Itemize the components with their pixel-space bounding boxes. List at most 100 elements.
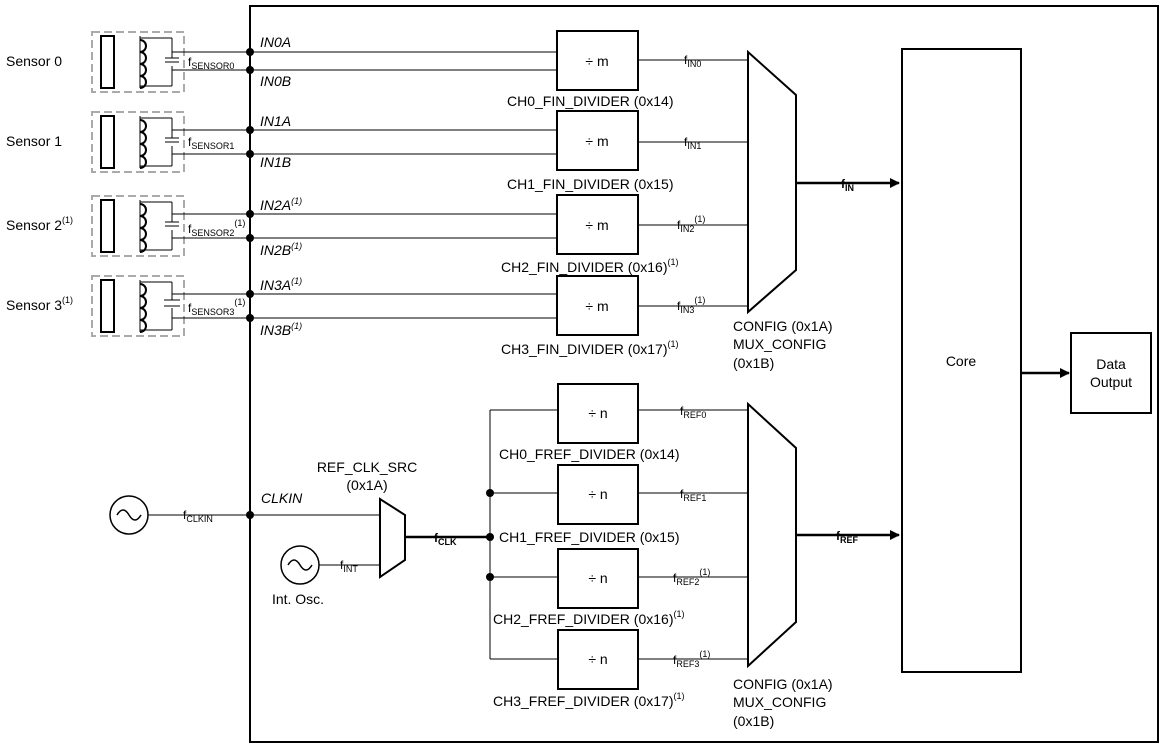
pin-in1a: IN1A — [260, 113, 291, 129]
sensor-2-target — [100, 199, 115, 253]
pin-in3b: IN3B(1) — [260, 321, 302, 338]
mux-fin-mux-config: MUX_CONFIG — [733, 336, 826, 352]
fin-divider-1: ÷ m CH1_FIN_DIVIDER (0x15) fIN1 — [507, 110, 748, 192]
mux-fin-shape — [747, 49, 797, 315]
sensor-3-coil-outline — [91, 275, 185, 337]
sensor-0-frequency: fSENSOR0 — [188, 55, 234, 71]
fin-divider-0-output: fIN0 — [684, 53, 701, 69]
fref-divider-0-op: ÷ n — [588, 405, 607, 421]
fin-divider-3-output: fIN3(1) — [677, 295, 705, 315]
fref-divider-3-op: ÷ n — [588, 651, 607, 667]
sensor-0-capacitor-icon — [165, 38, 179, 86]
sensor-2-inductor-icon — [139, 203, 147, 253]
sensor-3-capacitor-icon — [164, 282, 180, 330]
sensor-1-capacitor-icon — [165, 118, 179, 166]
sensor-1: Sensor 1 fSENSOR1 IN1A IN1B — [6, 111, 557, 173]
pin-in3a: IN3A(1) — [260, 276, 302, 293]
fref-divider-2-op: ÷ n — [588, 570, 607, 586]
clock-section: fCLKIN CLKIN Int. Osc. fINT REF_CLK_SRC … — [109, 459, 490, 607]
fin-divider-1-name: CH1_FIN_DIVIDER (0x15) — [507, 176, 674, 192]
sensor-0-coil-outline — [91, 31, 185, 93]
fin-divider-2-op: ÷ m — [585, 217, 608, 233]
mux-fref-address: (0x1B) — [733, 713, 774, 729]
fref-divider-3-name: CH3_FREF_DIVIDER (0x17)(1) — [493, 691, 685, 709]
fint-label: fINT — [340, 558, 358, 574]
pin-in2b: IN2B(1) — [260, 241, 302, 258]
fin-divider-2: ÷ m CH2_FIN_DIVIDER (0x16)(1) fIN2(1) — [501, 194, 748, 275]
fref-divider-1: ÷ n CH1_FREF_DIVIDER (0x15) fREF1 — [490, 464, 748, 545]
mux-fref: CONFIG (0x1A) MUX_CONFIG (0x1B) fREF — [733, 401, 900, 729]
fin-divider-1-op: ÷ m — [585, 133, 608, 149]
pin-in0a: IN0A — [260, 34, 291, 50]
fref-divider-0-name: CH0_FREF_DIVIDER (0x14) — [499, 446, 680, 462]
fref-divider-3-box — [557, 629, 639, 690]
sensor-0-target — [100, 35, 115, 89]
mux-fref-mux-config: MUX_CONFIG — [733, 694, 826, 710]
ref-clk-src-label: REF_CLK_SRC — [317, 459, 417, 475]
chip-boundary — [249, 5, 1159, 743]
data-output-label-2: Output — [1090, 374, 1132, 390]
fref-divider-1-output: fREF1 — [680, 487, 706, 503]
sensor-2-frequency: fSENSOR2(1) — [188, 218, 245, 238]
fin-divider-3-op: ÷ m — [585, 298, 608, 314]
sensor-1-inductor-icon — [139, 119, 147, 169]
mux-fin-config: CONFIG (0x1A) — [733, 318, 833, 334]
fref-divider-1-op: ÷ n — [588, 486, 607, 502]
fref-divider-2-name: CH2_FREF_DIVIDER (0x16)(1) — [493, 609, 685, 627]
sensor-3-inductor-icon — [139, 283, 147, 333]
data-output-label-1: Data — [1096, 356, 1126, 372]
mux-fref-shape — [747, 401, 797, 669]
fin-divider-3: ÷ m CH3_FIN_DIVIDER (0x17)(1) fIN3(1) — [501, 275, 748, 357]
fref-divider-2-output: fREF2(1) — [673, 567, 710, 587]
pin-in2a: IN2A(1) — [260, 196, 302, 213]
core-block — [901, 48, 1022, 673]
ref-clk-mux-shape — [379, 497, 406, 579]
sensor-2-label: Sensor 2(1) — [6, 215, 73, 233]
sensor-3: Sensor 3(1) fSENSOR3(1) IN3A(1) IN3B(1) — [6, 275, 557, 338]
fref-divider-1-box — [557, 464, 639, 525]
fref-divider-3-output: fREF3(1) — [673, 649, 710, 669]
pin-in0b: IN0B — [260, 73, 291, 89]
fclk-label: fCLK — [434, 531, 457, 547]
fin-divider-3-name: CH3_FIN_DIVIDER (0x17)(1) — [501, 339, 679, 357]
sensor-1-frequency: fSENSOR1 — [188, 135, 234, 151]
fin-divider-0-name: CH0_FIN_DIVIDER (0x14) — [507, 93, 674, 109]
fin-divider-2-name: CH2_FIN_DIVIDER (0x16)(1) — [501, 257, 679, 275]
fref-divider-3: ÷ n CH3_FREF_DIVIDER (0x17)(1) fREF3(1) — [490, 629, 748, 709]
fref-divider-0-box — [557, 383, 639, 444]
sensor-2: Sensor 2(1) fSENSOR2(1) IN2A(1) IN2B(1) — [6, 195, 557, 258]
sensor-2-capacitor-icon — [165, 202, 179, 250]
fref-signal-label: fREF — [836, 529, 859, 545]
fref-divider-1-name: CH1_FREF_DIVIDER (0x15) — [499, 529, 680, 545]
fin-divider-1-output: fIN1 — [684, 135, 701, 151]
fin-divider-1-box — [556, 110, 639, 171]
fin-divider-0: ÷ m CH0_FIN_DIVIDER (0x14) fIN0 — [507, 30, 748, 109]
fref-divider-2: ÷ n CH2_FREF_DIVIDER (0x16)(1) fREF2(1) — [490, 548, 748, 627]
fclkin-label: fCLKIN — [183, 508, 213, 524]
mux-fref-config: CONFIG (0x1A) — [733, 676, 833, 692]
mux-fin: CONFIG (0x1A) MUX_CONFIG (0x1B) fIN — [733, 49, 900, 371]
sensor-0-inductor-icon — [139, 39, 147, 89]
sensor-3-target — [100, 279, 115, 333]
fin-divider-0-box — [556, 30, 639, 91]
ref-clk-src-address: (0x1A) — [346, 477, 387, 493]
sensor-0: Sensor 0 fSENSOR0 IN0A IN0B — [6, 31, 557, 93]
mux-fin-address: (0x1B) — [733, 355, 774, 371]
data-output-block — [1070, 332, 1152, 414]
sensor-1-coil-outline — [91, 111, 185, 173]
sensor-1-label: Sensor 1 — [6, 133, 62, 149]
sensor-2-coil-outline — [91, 195, 185, 257]
sensor-3-label: Sensor 3(1) — [6, 295, 73, 313]
pin-clkin: CLKIN — [261, 490, 303, 506]
sensor-3-frequency: fSENSOR3(1) — [188, 297, 245, 317]
int-osc-label: Int. Osc. — [272, 591, 324, 607]
pin-in1b: IN1B — [260, 154, 291, 170]
fref-divider-2-box — [557, 548, 639, 609]
fin-signal-label: fIN — [841, 177, 854, 193]
sensor-0-label: Sensor 0 — [6, 53, 62, 69]
fin-divider-0-op: ÷ m — [585, 53, 608, 69]
sensor-1-target — [100, 115, 115, 169]
core-label: Core — [946, 353, 977, 369]
fref-divider-0: ÷ n CH0_FREF_DIVIDER (0x14) fREF0 — [490, 383, 748, 462]
